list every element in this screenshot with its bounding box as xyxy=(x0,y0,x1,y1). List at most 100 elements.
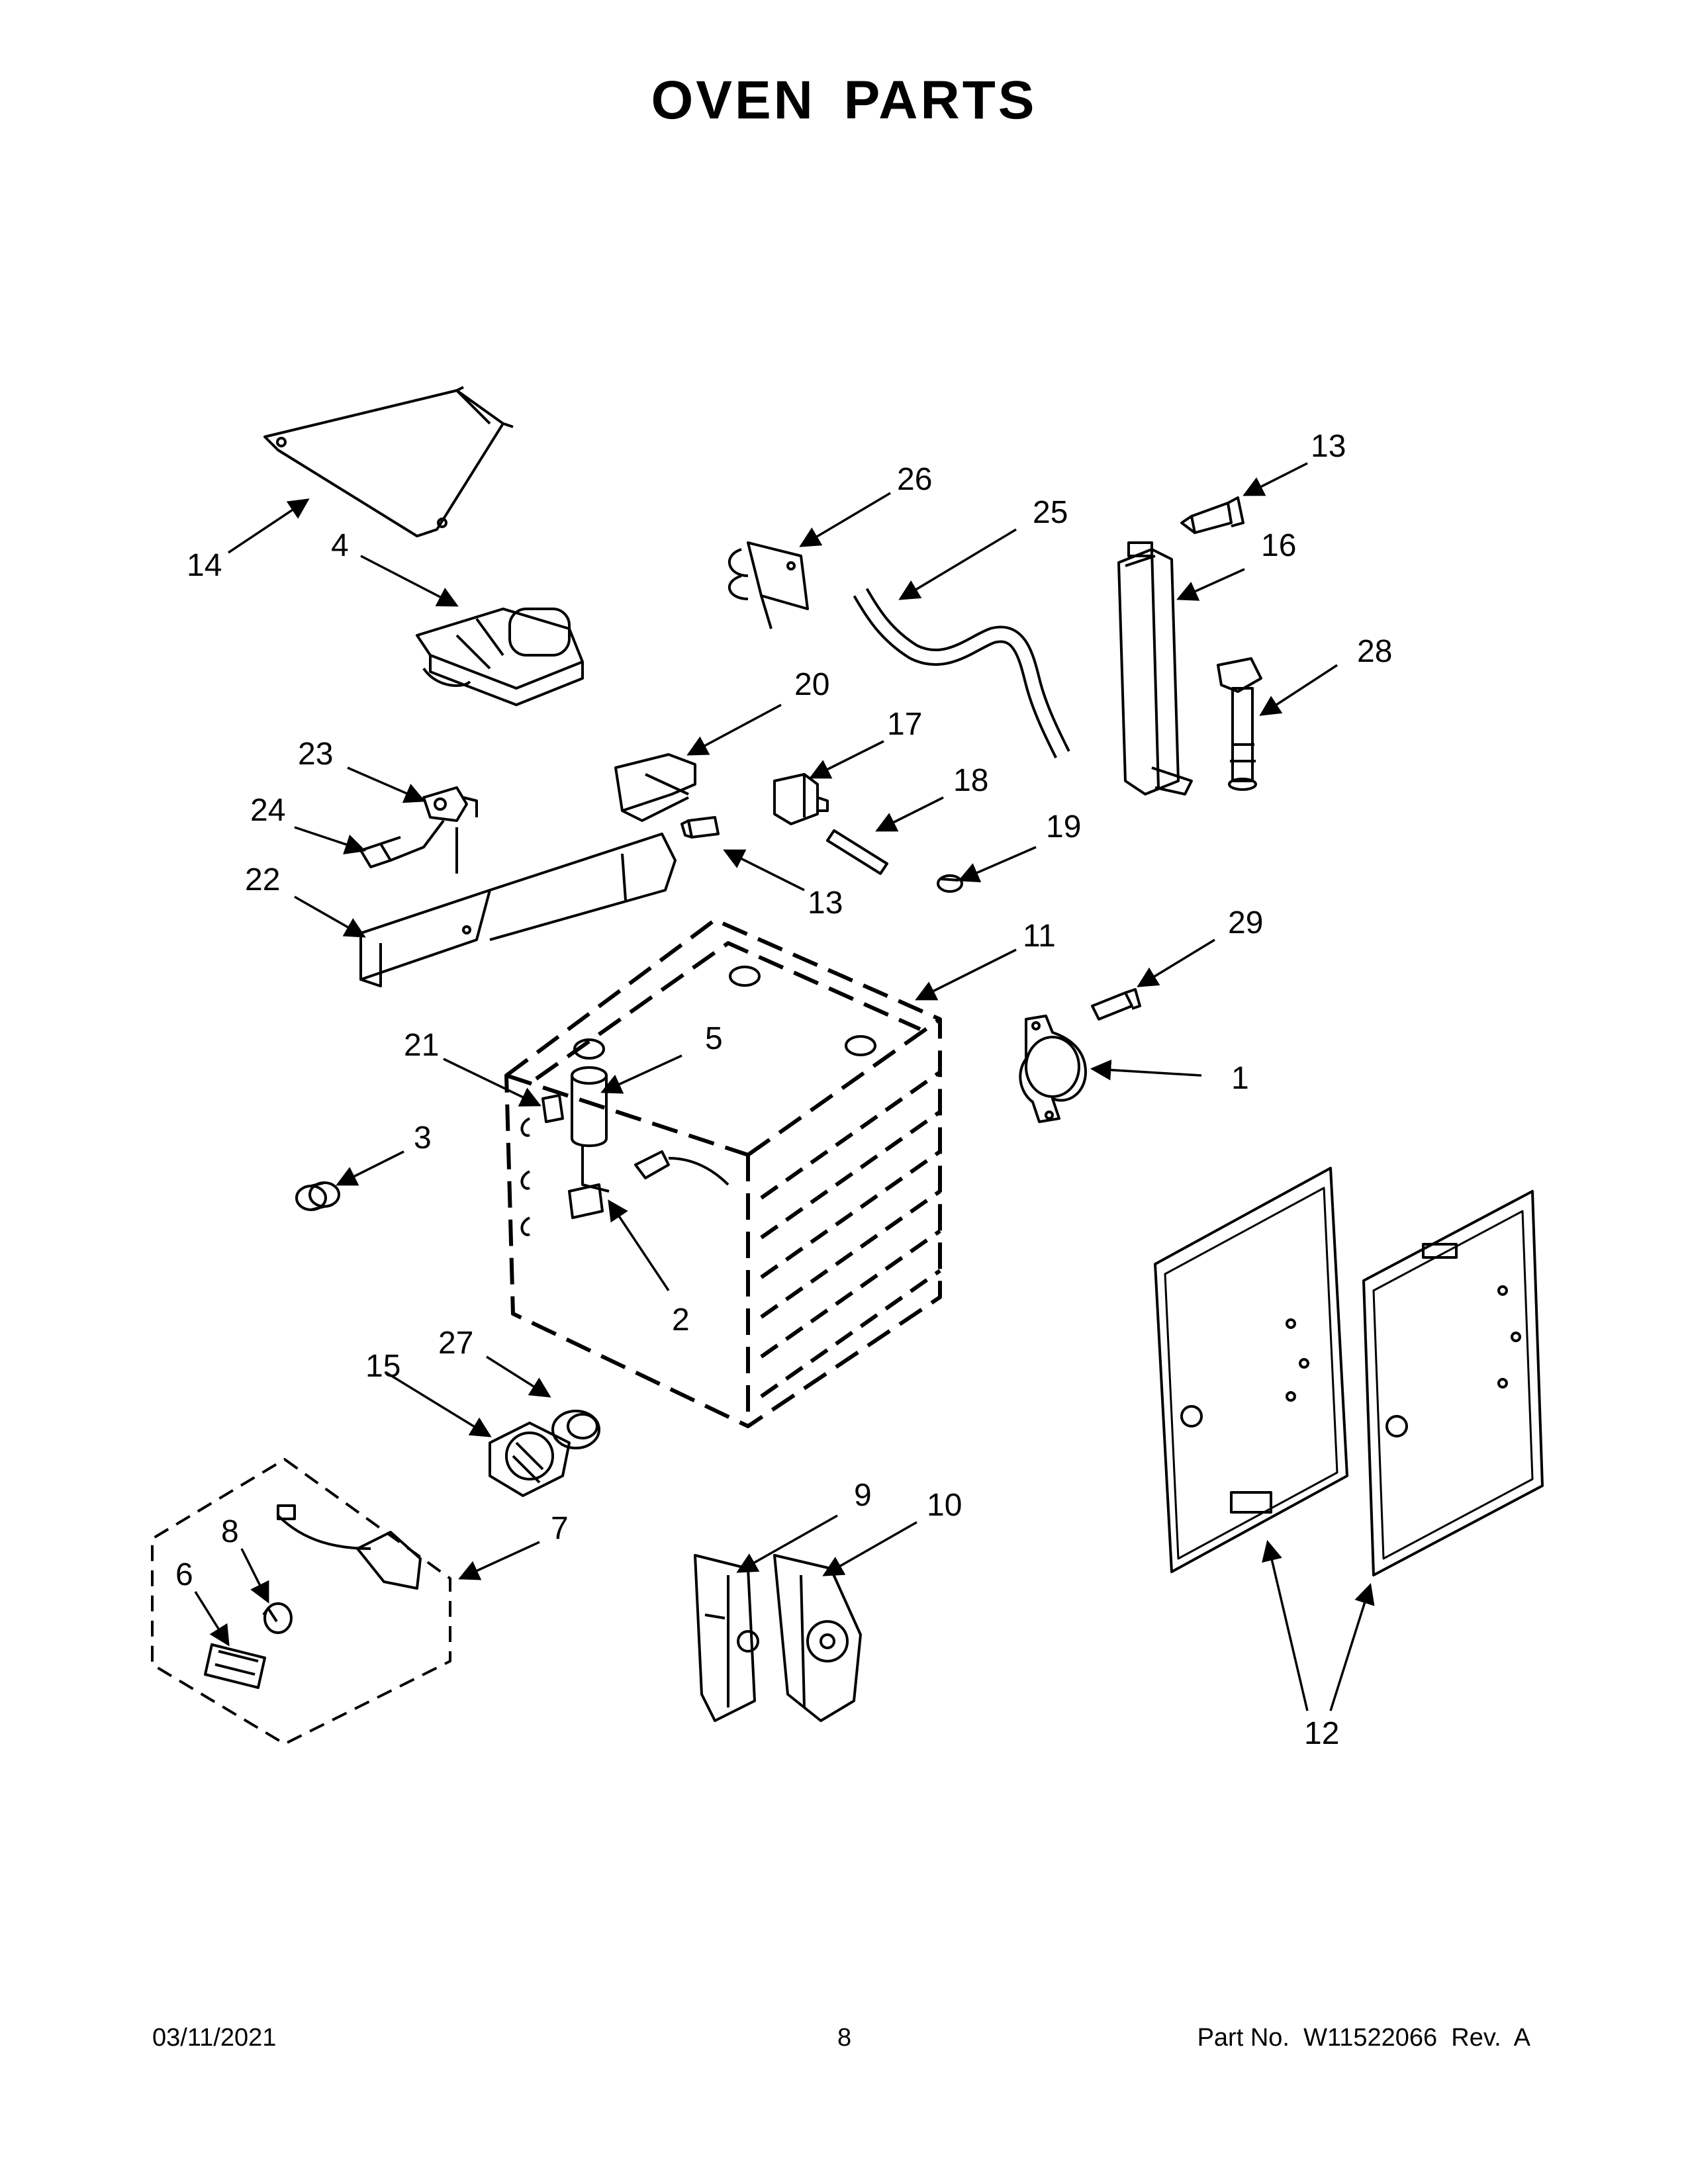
part-9-hinge xyxy=(694,1554,759,1722)
part-7-lamp-assembly-group xyxy=(151,1458,451,1745)
callout-28: 28 xyxy=(1357,634,1392,669)
part-11-oven-cavity xyxy=(504,918,942,1428)
leader-28 xyxy=(1259,664,1338,716)
callout-27: 27 xyxy=(438,1326,473,1361)
part-13-screw-mid xyxy=(680,816,720,839)
part-29-screw xyxy=(1091,988,1141,1021)
part-19-clamp xyxy=(937,874,963,893)
part-5-sensor xyxy=(571,1066,729,1193)
callout-6: 6 xyxy=(175,1557,193,1592)
leader-12-left xyxy=(1262,1539,1309,1711)
footer-part-number: Part No. W11522066 Rev. A xyxy=(1197,2024,1530,2052)
part-10-hinge xyxy=(773,1554,862,1722)
callout-22: 22 xyxy=(245,862,280,897)
leader-23 xyxy=(347,766,426,803)
callout-13-mid: 13 xyxy=(808,886,843,921)
part-25-tube xyxy=(853,588,1070,758)
callout-9: 9 xyxy=(854,1478,872,1513)
callout-18: 18 xyxy=(953,763,988,798)
leader-11 xyxy=(915,948,1017,1001)
part-14-bracket-plate xyxy=(263,386,514,537)
part-20-bracket xyxy=(614,753,696,822)
leader-8 xyxy=(240,1548,269,1604)
leader-16 xyxy=(1176,568,1245,601)
leader-10 xyxy=(822,1521,917,1576)
page-title: OVEN PARTS xyxy=(651,70,1037,130)
callout-26: 26 xyxy=(897,462,932,497)
part-21-screw xyxy=(541,1094,564,1123)
leader-6 xyxy=(194,1591,230,1647)
callout-11: 11 xyxy=(1023,919,1056,954)
part-22-bracket-tray xyxy=(359,827,677,987)
leader-12-right xyxy=(1329,1582,1375,1711)
callout-21: 21 xyxy=(404,1028,439,1063)
callout-1: 1 xyxy=(1231,1061,1249,1096)
leader-7 xyxy=(458,1541,540,1580)
footer-date: 03/11/2021 xyxy=(152,2024,277,2052)
leader-27 xyxy=(486,1355,551,1398)
callout-29: 29 xyxy=(1228,905,1263,940)
part-15-light-housing xyxy=(489,1422,571,1497)
part-8-bulb xyxy=(262,1602,293,1634)
part-6-lens xyxy=(204,1643,266,1689)
callout-19: 19 xyxy=(1046,809,1081,844)
leader-24 xyxy=(294,826,366,854)
callout-13-top: 13 xyxy=(1311,429,1346,464)
leader-25 xyxy=(898,528,1017,600)
leader-29 xyxy=(1137,938,1215,987)
callout-2: 2 xyxy=(672,1302,690,1338)
callout-7: 7 xyxy=(551,1511,569,1546)
leader-13-mid xyxy=(723,849,805,891)
leader-3 xyxy=(336,1150,404,1186)
leader-14 xyxy=(228,498,310,554)
callout-16: 16 xyxy=(1261,528,1296,563)
callout-8: 8 xyxy=(221,1514,239,1549)
part-28-igniter xyxy=(1217,657,1262,791)
callout-10: 10 xyxy=(927,1488,962,1523)
oven-cavity-details xyxy=(520,966,876,1236)
callout-23: 23 xyxy=(298,737,333,772)
leader-22 xyxy=(294,895,366,938)
part-1-limit-switch xyxy=(1019,1015,1087,1123)
part-12-panel-right xyxy=(1362,1190,1544,1576)
part-4-valve-assembly xyxy=(416,608,584,706)
callout-15: 15 xyxy=(365,1349,400,1384)
leader-9 xyxy=(736,1514,838,1573)
part-26-clip xyxy=(727,541,809,629)
oven-rack-guides xyxy=(760,1070,941,1398)
leader-19 xyxy=(958,846,1037,883)
leader-20 xyxy=(686,704,782,756)
callout-3: 3 xyxy=(414,1120,432,1156)
part-16-housing xyxy=(1117,541,1193,796)
callout-20: 20 xyxy=(794,667,829,702)
part-18-tube xyxy=(826,829,888,875)
callout-4: 4 xyxy=(331,528,349,563)
part-17-valve xyxy=(773,773,829,825)
part-24-connector xyxy=(359,819,445,868)
leader-1 xyxy=(1090,1059,1202,1081)
footer-page-number: 8 xyxy=(837,2024,852,2052)
leader-15 xyxy=(387,1372,492,1437)
leader-13-top xyxy=(1243,462,1308,496)
part-3-knob xyxy=(295,1181,340,1211)
leader-2 xyxy=(608,1199,670,1291)
part-27-ring xyxy=(551,1410,600,1449)
part-23-switch xyxy=(422,786,478,822)
leader-4 xyxy=(360,555,459,607)
part-12-panel-left xyxy=(1154,1167,1348,1573)
leader-26 xyxy=(799,492,891,547)
part-7-lamp-socket xyxy=(277,1504,422,1590)
leader-17 xyxy=(809,740,884,779)
callout-14: 14 xyxy=(187,548,222,583)
part-13-screw-top xyxy=(1180,496,1244,534)
leader-5 xyxy=(600,1054,682,1094)
leader-21 xyxy=(443,1058,541,1107)
callout-5: 5 xyxy=(705,1021,723,1056)
part-2-bracket xyxy=(568,1183,604,1219)
callout-12: 12 xyxy=(1304,1716,1339,1751)
callout-24: 24 xyxy=(250,793,285,828)
leader-18 xyxy=(875,796,944,832)
callout-17: 17 xyxy=(887,707,922,742)
callout-25: 25 xyxy=(1033,495,1068,530)
